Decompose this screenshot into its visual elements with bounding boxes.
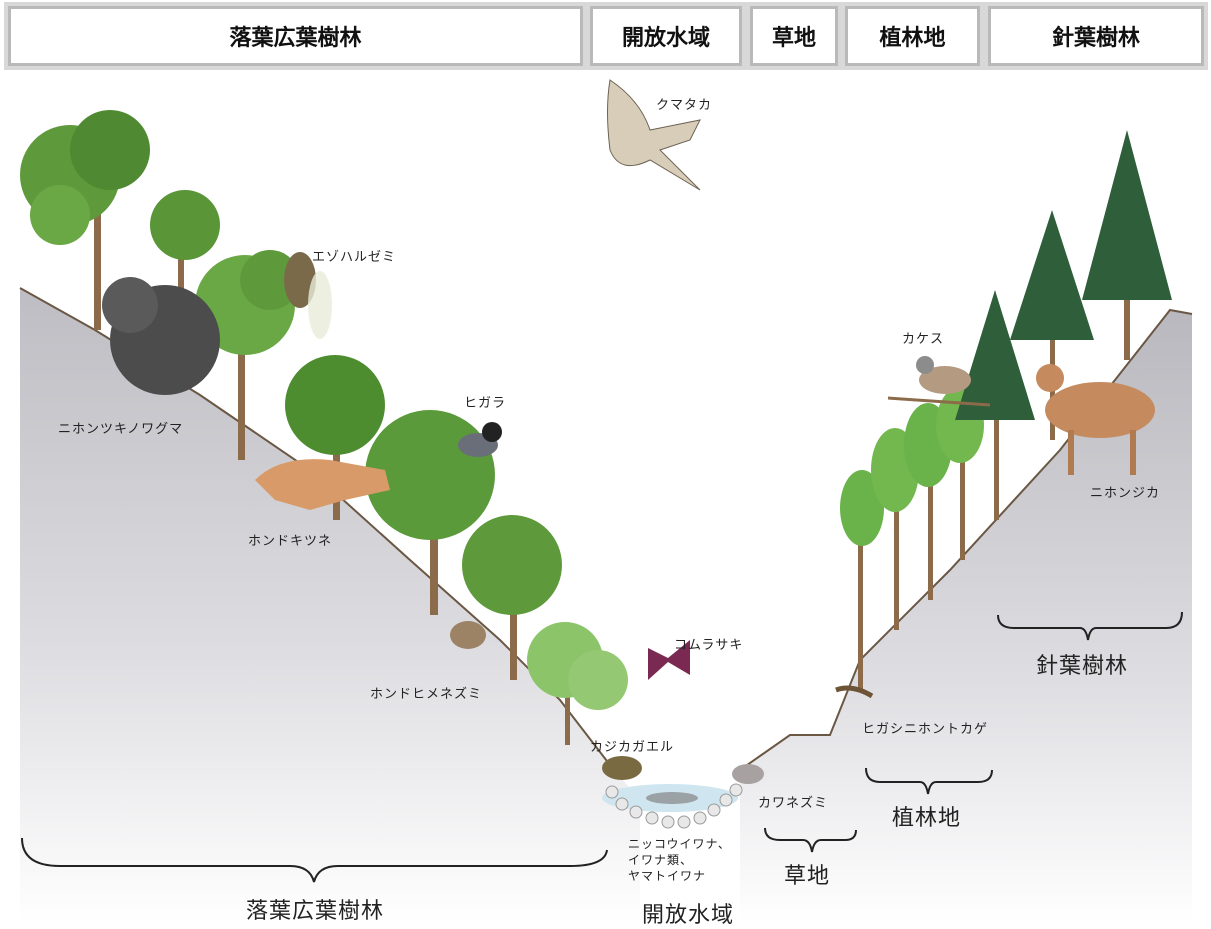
header-deciduous: 落葉広葉樹林 [4, 2, 587, 70]
label-higara: ヒガラ [464, 396, 507, 411]
komurasaki-butterfly [648, 640, 690, 680]
label-kajikagaeru: カジカガエル [590, 740, 675, 755]
iwana-fish [646, 792, 698, 804]
zone-label-grassland: 草地 [784, 864, 831, 889]
label-ezoharuzemi: エゾハルゼミ [312, 250, 397, 265]
label-kumataka: クマタカ [656, 98, 713, 113]
label-hondokitsune: ホンドキツネ [248, 534, 333, 549]
label-iwana: ニッコウイワナ、 イワナ類、 ヤマトイワナ [628, 836, 731, 884]
label-iwana-line1: ニッコウイワナ、 [628, 837, 731, 851]
kumataka-bird [607, 79, 701, 191]
tokage-lizard [835, 685, 874, 699]
label-hondohimenezumi: ホンドヒメネズミ [370, 687, 483, 702]
kawanezumi-shrew [732, 764, 764, 784]
himenezumi-mouse [450, 621, 486, 649]
label-nihonjika: ニホンジカ [1090, 486, 1161, 501]
stream-stones [605, 783, 743, 829]
zone-label-conifer: 針葉樹林 [1036, 654, 1129, 679]
conifer-trees [955, 130, 1172, 520]
deer [1036, 364, 1155, 475]
label-komurasaki: コムラサキ [674, 638, 744, 653]
label-iwana-line2: イワナ類、 [628, 853, 694, 867]
label-iwana-line3: ヤマトイワナ [628, 869, 707, 883]
zone-label-plantation: 植林地 [892, 806, 962, 831]
zone-label-deciduous: 落葉広葉樹林 [246, 899, 385, 924]
left-slope [20, 288, 640, 924]
header-conifer: 針葉樹林 [984, 2, 1208, 70]
kakesu-bird [887, 356, 991, 407]
fox [255, 459, 390, 510]
label-nihontsukinowaguma: ニホンツキノワグマ [58, 422, 184, 437]
kajikagaeru-frog [602, 756, 642, 780]
right-slope [740, 310, 1192, 924]
header-grassland: 草地 [746, 2, 842, 70]
header-open-water: 開放水域 [586, 2, 746, 70]
higara-bird [458, 422, 502, 457]
ezoharuzemi-cicada [284, 252, 332, 339]
zone-label-open-water: 開放水域 [642, 903, 735, 928]
header-plantation: 植林地 [841, 2, 984, 70]
right-slope-edge [739, 308, 1193, 771]
bear [102, 277, 220, 395]
label-kakesu: カケス [902, 332, 945, 347]
label-kawanezumi: カワネズミ [758, 796, 829, 811]
label-higashinihontokage: ヒガシニホントカゲ [862, 722, 989, 737]
zone-braces [21, 611, 1183, 883]
